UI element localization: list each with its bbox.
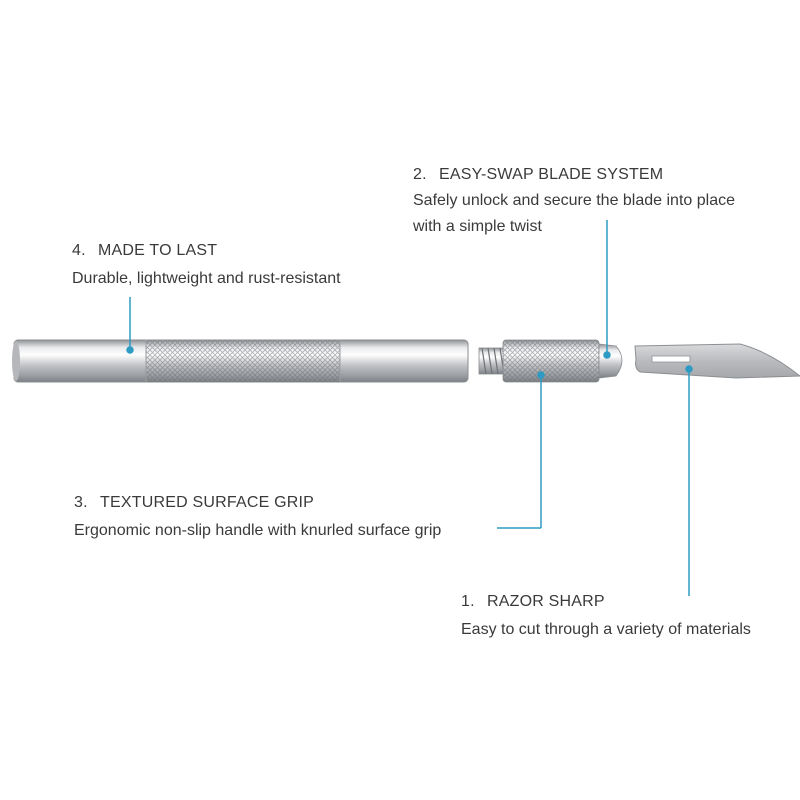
feature-razor-sharp: 1. RAZOR SHARP Easy to cut through a vari…: [461, 592, 751, 640]
feature-heading: MADE TO LAST: [98, 242, 218, 259]
feature-heading: TEXTURED SURFACE GRIP: [100, 494, 315, 511]
feature-easy-swap-blade-system: 2. EASY-SWAP BLADE SYSTEM Safely unlock a…: [413, 165, 735, 240]
feature-made-to-last: 4. MADE TO LAST Durable, lightweight and …: [72, 241, 341, 289]
feature-number: 3.: [74, 494, 88, 511]
feature-heading: EASY-SWAP BLADE SYSTEM: [439, 166, 664, 183]
collet-knurled-grip: [502, 339, 600, 383]
collet-nose: [598, 343, 623, 379]
leader-line-textured-grip: [497, 371, 545, 529]
handle-knurled-grip: [145, 340, 341, 382]
leader-line-razor-sharp: [685, 365, 693, 596]
feature-number: 4.: [72, 242, 86, 259]
leader-line-easy-swap: [603, 220, 611, 359]
collet-thread: [478, 347, 506, 375]
handle: [12, 339, 469, 383]
feature-textured-surface-grip: 3. TEXTURED SURFACE GRIP Ergonomic non-sl…: [74, 493, 441, 541]
feature-title: 4. MADE TO LAST: [72, 241, 341, 261]
feature-number: 1.: [461, 593, 475, 610]
feature-title: 3. TEXTURED SURFACE GRIP: [74, 493, 441, 513]
feature-title: 1. RAZOR SHARP: [461, 592, 751, 612]
feature-number: 2.: [413, 166, 427, 183]
blade-slot: [651, 355, 691, 363]
collet: [478, 339, 623, 383]
feature-description: Safely unlock and secure the blade into …: [413, 188, 735, 240]
feature-title: 2. EASY-SWAP BLADE SYSTEM: [413, 165, 735, 185]
feature-description: Ergonomic non-slip handle with knurled s…: [74, 522, 442, 539]
feature-heading: RAZOR SHARP: [487, 593, 605, 610]
feature-description-line: Safely unlock and secure the blade into …: [413, 192, 735, 209]
blade: [634, 343, 800, 379]
feature-description: Durable, lightweight and rust-resistant: [72, 270, 341, 287]
feature-description-line: with a simple twist: [413, 218, 542, 235]
feature-description: Easy to cut through a variety of materia…: [461, 621, 751, 638]
leader-line-made-to-last: [126, 297, 134, 354]
